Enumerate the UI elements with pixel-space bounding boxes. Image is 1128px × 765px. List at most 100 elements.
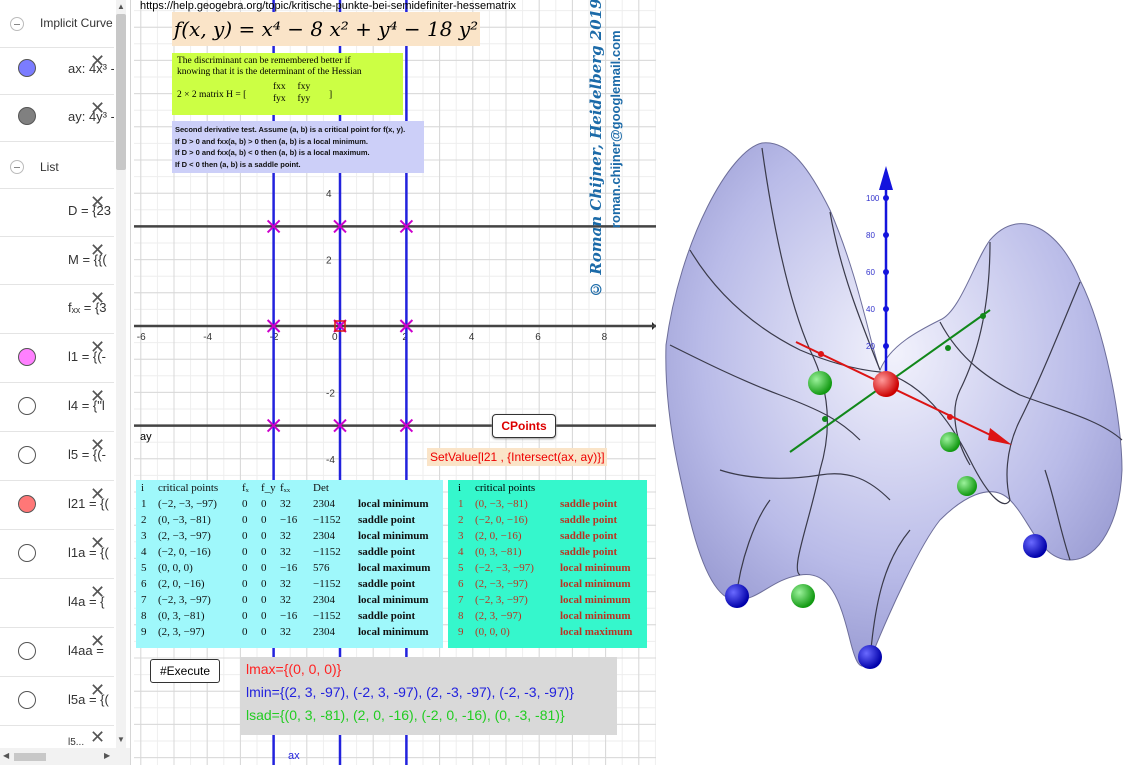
visibility-toggle[interactable]	[18, 495, 36, 513]
visibility-toggle[interactable]	[18, 544, 36, 562]
table-cell: 2	[458, 514, 464, 526]
visibility-toggle[interactable]	[18, 446, 36, 464]
hessian-note: The discriminant can be remembered bette…	[172, 53, 403, 115]
algebra-row-M[interactable]: M = {{( ✕	[0, 236, 114, 285]
delete-icon[interactable]: ✕	[90, 680, 106, 700]
scroll-left-icon[interactable]: ◀	[3, 751, 10, 760]
algebra-row-l4[interactable]: l4 = {"l ✕	[0, 382, 114, 432]
visibility-toggle[interactable]	[18, 107, 36, 125]
saddle-point[interactable]	[957, 476, 977, 496]
delete-icon[interactable]: ✕	[90, 386, 106, 406]
algebra-row-l4aa[interactable]: l4aa = ✕	[0, 627, 114, 677]
delete-icon[interactable]: ✕	[90, 98, 106, 118]
delete-icon[interactable]: ✕	[90, 192, 106, 212]
table-cell: 0	[242, 514, 248, 526]
scroll-right-icon[interactable]: ▶	[104, 751, 111, 760]
visibility-toggle[interactable]	[18, 348, 36, 366]
collapse-icon[interactable]	[10, 160, 24, 174]
cpoints-button[interactable]: CPoints	[492, 414, 556, 438]
algebra-row-more[interactable]: l5... ✕	[0, 725, 114, 748]
algebra-row-l21[interactable]: l21 = {( ✕	[0, 480, 114, 530]
algebra-row-ax[interactable]: ax: 4x³ - ✕	[0, 47, 114, 95]
table-cell: 2304	[313, 626, 335, 638]
group-title: Implicit Curve	[40, 16, 113, 30]
saddle-point[interactable]	[791, 584, 815, 608]
algebra-row-label: l4 = {"l	[68, 398, 105, 413]
delete-icon[interactable]: ✕	[90, 631, 106, 651]
execute-button[interactable]: #Execute	[150, 659, 220, 683]
delete-icon[interactable]: ✕	[90, 240, 106, 260]
delete-icon[interactable]: ✕	[90, 582, 106, 602]
table-cell: (0, −3, −81)	[475, 498, 528, 510]
collapse-icon[interactable]	[10, 17, 24, 31]
table-cell: local minimum	[358, 594, 429, 606]
function-formula: f(x, y) = x⁴ − 8 x² + y⁴ − 18 y²	[172, 12, 480, 46]
group-header-implicit-curve[interactable]: Implicit Curve	[0, 0, 114, 48]
delete-icon[interactable]: ✕	[90, 51, 106, 71]
visibility-toggle[interactable]	[18, 691, 36, 709]
note-line: If D < 0 then (a, b) is a saddle point.	[175, 159, 301, 169]
algebra-row-l1[interactable]: l1 = {(- ✕	[0, 333, 114, 383]
local-minimum-point[interactable]	[858, 645, 882, 669]
horizontal-scrollbar-thumb[interactable]	[14, 753, 46, 761]
x-tick-label: 0	[332, 332, 338, 343]
table-header: i critical points fₓ f_y fₓₓ Det	[136, 482, 443, 498]
table-row: 4(0, 3, −81)saddle point	[448, 546, 647, 562]
delete-icon[interactable]: ✕	[90, 484, 106, 504]
url-text[interactable]: https://help.geogebra.org/topic/kritisch…	[140, 0, 517, 12]
delete-icon[interactable]: ✕	[90, 727, 106, 747]
x-axis-arrow	[988, 428, 1012, 445]
algebra-row-l5a[interactable]: l5a = {( ✕	[0, 676, 114, 726]
axis-point	[818, 351, 824, 357]
table-cell: 0	[242, 610, 248, 622]
visibility-toggle[interactable]	[18, 397, 36, 415]
algebra-view: Implicit Curve ax: 4x³ - ✕ ay: 4y³ - ✕ L…	[0, 0, 131, 765]
delete-icon[interactable]: ✕	[90, 337, 106, 357]
group-header-list[interactable]: List	[0, 141, 114, 189]
algebra-row-fxx[interactable]: fₓₓ = {3 ✕	[0, 284, 114, 334]
critical-point-marker	[399, 219, 414, 234]
algebra-row-label: l1a = {(	[68, 545, 109, 560]
visibility-toggle[interactable]	[18, 59, 36, 77]
algebra-row-label: l5...	[68, 737, 85, 748]
table-cell: local minimum	[560, 578, 631, 590]
delete-icon[interactable]: ✕	[90, 288, 106, 308]
table-row: 1(0, −3, −81)saddle point	[448, 498, 647, 514]
algebra-row-label: l5 = {(-	[68, 447, 106, 462]
critical-points-table: i critical points fₓ f_y fₓₓ Det 1(−2, −…	[136, 480, 443, 648]
visibility-toggle[interactable]	[18, 642, 36, 660]
local-maximum-point[interactable]	[873, 371, 899, 397]
table-row: 3(2, 0, −16)saddle point	[448, 530, 647, 546]
table-cell: (−2, 0, −16)	[475, 514, 528, 526]
z-tick-mark	[883, 269, 889, 275]
credit-name: © Roman Chijner, Heidelberg 2019	[587, 0, 605, 298]
result-lmin: lmin={(2, 3, -97), (-2, 3, -97), (2, -3,…	[246, 684, 574, 700]
algebra-row-l4a[interactable]: l4a = { ✕	[0, 578, 114, 628]
table-cell: 4	[141, 546, 147, 558]
saddle-point[interactable]	[808, 371, 832, 395]
matrix-row: fyx fyy	[273, 94, 311, 104]
scrollbar-thumb[interactable]	[116, 14, 126, 170]
algebra-row-l5[interactable]: l5 = {(- ✕	[0, 431, 114, 481]
algebra-row-l1a[interactable]: l1a = {( ✕	[0, 529, 114, 579]
scroll-up-icon[interactable]: ▲	[117, 2, 125, 11]
scroll-down-icon[interactable]: ▼	[117, 735, 125, 744]
algebra-row-D[interactable]: D = {23 ✕	[0, 188, 114, 237]
table-cell: (0, 0, 0)	[158, 562, 193, 574]
saddle-point[interactable]	[940, 432, 960, 452]
table-cell: 7	[458, 594, 464, 606]
delete-icon[interactable]: ✕	[90, 435, 106, 455]
table-header-cell: critical points	[475, 482, 536, 494]
algebra-row-label: D = {23	[68, 203, 112, 218]
algebra-row-ay[interactable]: ay: 4y³ - ✕	[0, 94, 114, 142]
local-minimum-point[interactable]	[1023, 534, 1047, 558]
delete-icon[interactable]: ✕	[90, 533, 106, 553]
local-minimum-point[interactable]	[725, 584, 749, 608]
z-tick-mark	[883, 343, 889, 349]
vertical-scrollbar[interactable]	[116, 0, 126, 748]
x-tick-label: -4	[203, 332, 212, 343]
